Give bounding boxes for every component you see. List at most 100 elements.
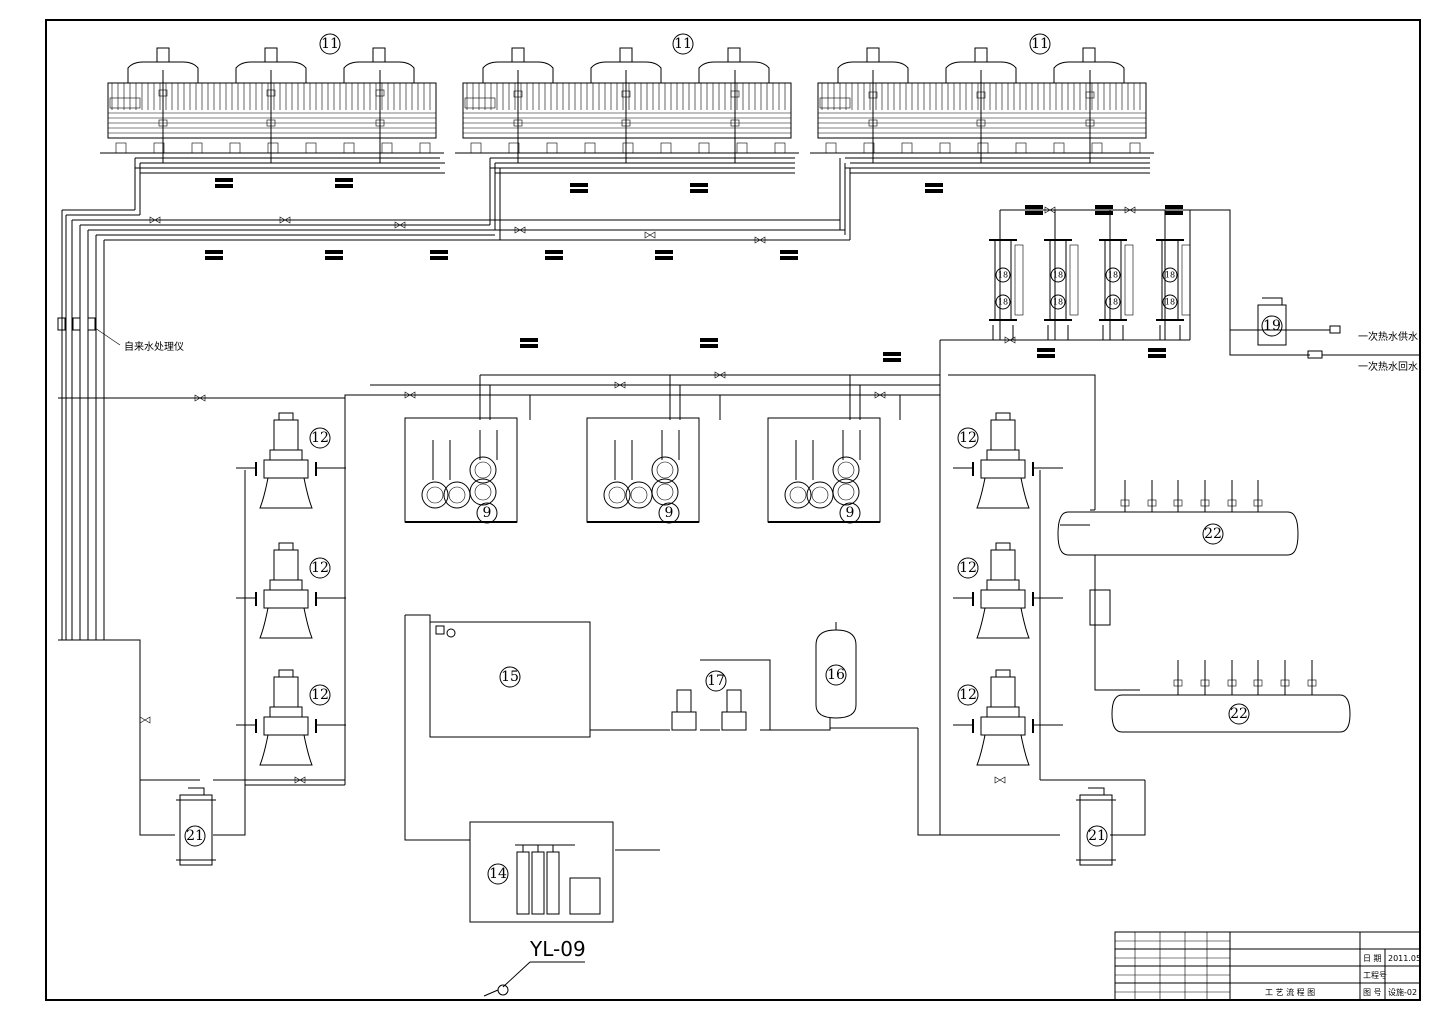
fan-motor-icon (727, 47, 741, 63)
compressor-icon (469, 456, 497, 484)
pipe-size-tag (925, 183, 943, 187)
valve-icon (1200, 499, 1210, 507)
valve-icon (874, 391, 886, 399)
pump-header (244, 470, 941, 740)
pump-tag (957, 427, 979, 449)
exchanger-number: 18 (1165, 298, 1175, 307)
valve-icon (614, 381, 626, 389)
valve-icon (644, 231, 656, 239)
pipe-size-tag (1165, 211, 1183, 215)
valve-icon (1280, 679, 1290, 687)
valve-icon (1044, 206, 1056, 214)
pipe-size-tag (1095, 205, 1113, 209)
pipe-size-tag (545, 250, 563, 254)
circulation-pump: 12 (236, 669, 346, 766)
drawing-no-value: 设施-02 (1388, 987, 1417, 997)
valve-icon (1253, 499, 1263, 507)
fan-motor-icon (619, 47, 633, 63)
legend-note: 自来水处理仪 (124, 340, 184, 353)
tower-number: 11 (1031, 36, 1049, 52)
date-label: 日 期 (1363, 954, 1382, 963)
pump-tag (309, 427, 331, 449)
pipe-size-tag (325, 256, 343, 260)
pipe-size-tag (570, 189, 588, 193)
primary-return-label: 一次热水回水 (1358, 360, 1418, 373)
pipe-size-tag (883, 358, 901, 362)
softener-unit: 14 (469, 821, 614, 923)
vessel-number: 16 (827, 667, 845, 683)
valve-icon (1253, 679, 1263, 687)
fan-motor-icon (866, 47, 880, 63)
tower-body (107, 82, 437, 139)
sheet-tag: YL-09 (483, 937, 586, 997)
feed-pump-number: 17 (707, 673, 725, 689)
pipe-size-tag (1095, 211, 1113, 215)
valve-icon (1173, 499, 1183, 507)
valve-icon (1227, 499, 1237, 507)
tower-body (817, 82, 1147, 139)
fan-motor-icon (264, 47, 278, 63)
exchanger-tag (1162, 294, 1178, 310)
pump-tag (309, 684, 331, 706)
pipe-size-tag (335, 178, 353, 182)
valve-icon (1307, 679, 1317, 687)
drawing-no-label: 图 号 (1363, 988, 1382, 997)
exchanger-number: 18 (1165, 271, 1175, 280)
pipe-size-tag (1025, 211, 1043, 215)
pipe-size-tag (700, 344, 718, 348)
pump-tag (309, 557, 331, 579)
project-no-label: 工程号 (1363, 971, 1387, 980)
pipe-size-tag (205, 250, 223, 254)
valve-icon (139, 716, 151, 724)
circulation-pump: 12 (953, 412, 1063, 509)
exchanger-tag (995, 267, 1011, 283)
fan-motor-icon (156, 47, 170, 63)
pump-number: 12 (959, 560, 977, 576)
compressor-icon (603, 481, 631, 509)
pump-tag (957, 557, 979, 579)
pipe-size-tag (700, 338, 718, 342)
chiller-tag (476, 502, 498, 524)
pipe-size-tag (215, 184, 233, 188)
collector-upper: 22 (1057, 511, 1299, 556)
sheet-tag-text: YL-09 (529, 937, 586, 961)
exchanger-tag (1050, 267, 1066, 283)
fan-motor-icon (974, 47, 988, 63)
pump-tag (957, 684, 979, 706)
pump-number: 12 (311, 430, 329, 446)
filter-right-number: 21 (1088, 828, 1106, 844)
valve-icon (754, 236, 766, 244)
circulation-pump: 12 (236, 412, 346, 509)
pipe-size-tag (925, 189, 943, 193)
valve-icon (1227, 679, 1237, 687)
tank-tag (499, 666, 521, 688)
filter-right: 21 (1076, 787, 1116, 866)
feed-pump-set: 17 (671, 670, 747, 731)
compressor-icon (421, 481, 449, 509)
pump-number: 12 (311, 560, 329, 576)
exchanger-number: 18 (1053, 298, 1063, 307)
drawing-border (45, 19, 1421, 1001)
fan-motor-icon (511, 47, 525, 63)
chiller-unit: 9 (586, 417, 700, 524)
pipe-size-tag (430, 256, 448, 260)
valve-icon (714, 371, 726, 379)
tower-tag (672, 33, 694, 55)
exchanger-number: 18 (1108, 271, 1118, 280)
exchanger-tag (1105, 267, 1121, 283)
tower-number: 11 (674, 36, 692, 52)
pipe-size-tag (1148, 348, 1166, 352)
pipe-size-tag (1148, 354, 1166, 358)
pipe-size-tag (1037, 354, 1055, 358)
expansion-vessel: 16 (815, 622, 857, 719)
chiller-unit: 9 (404, 417, 518, 524)
fan-motor-icon (1082, 47, 1096, 63)
pipe-size-tag (205, 256, 223, 260)
valve-icon (394, 221, 406, 229)
pipe-size-tag (690, 183, 708, 187)
pipe-size-tag (570, 183, 588, 187)
